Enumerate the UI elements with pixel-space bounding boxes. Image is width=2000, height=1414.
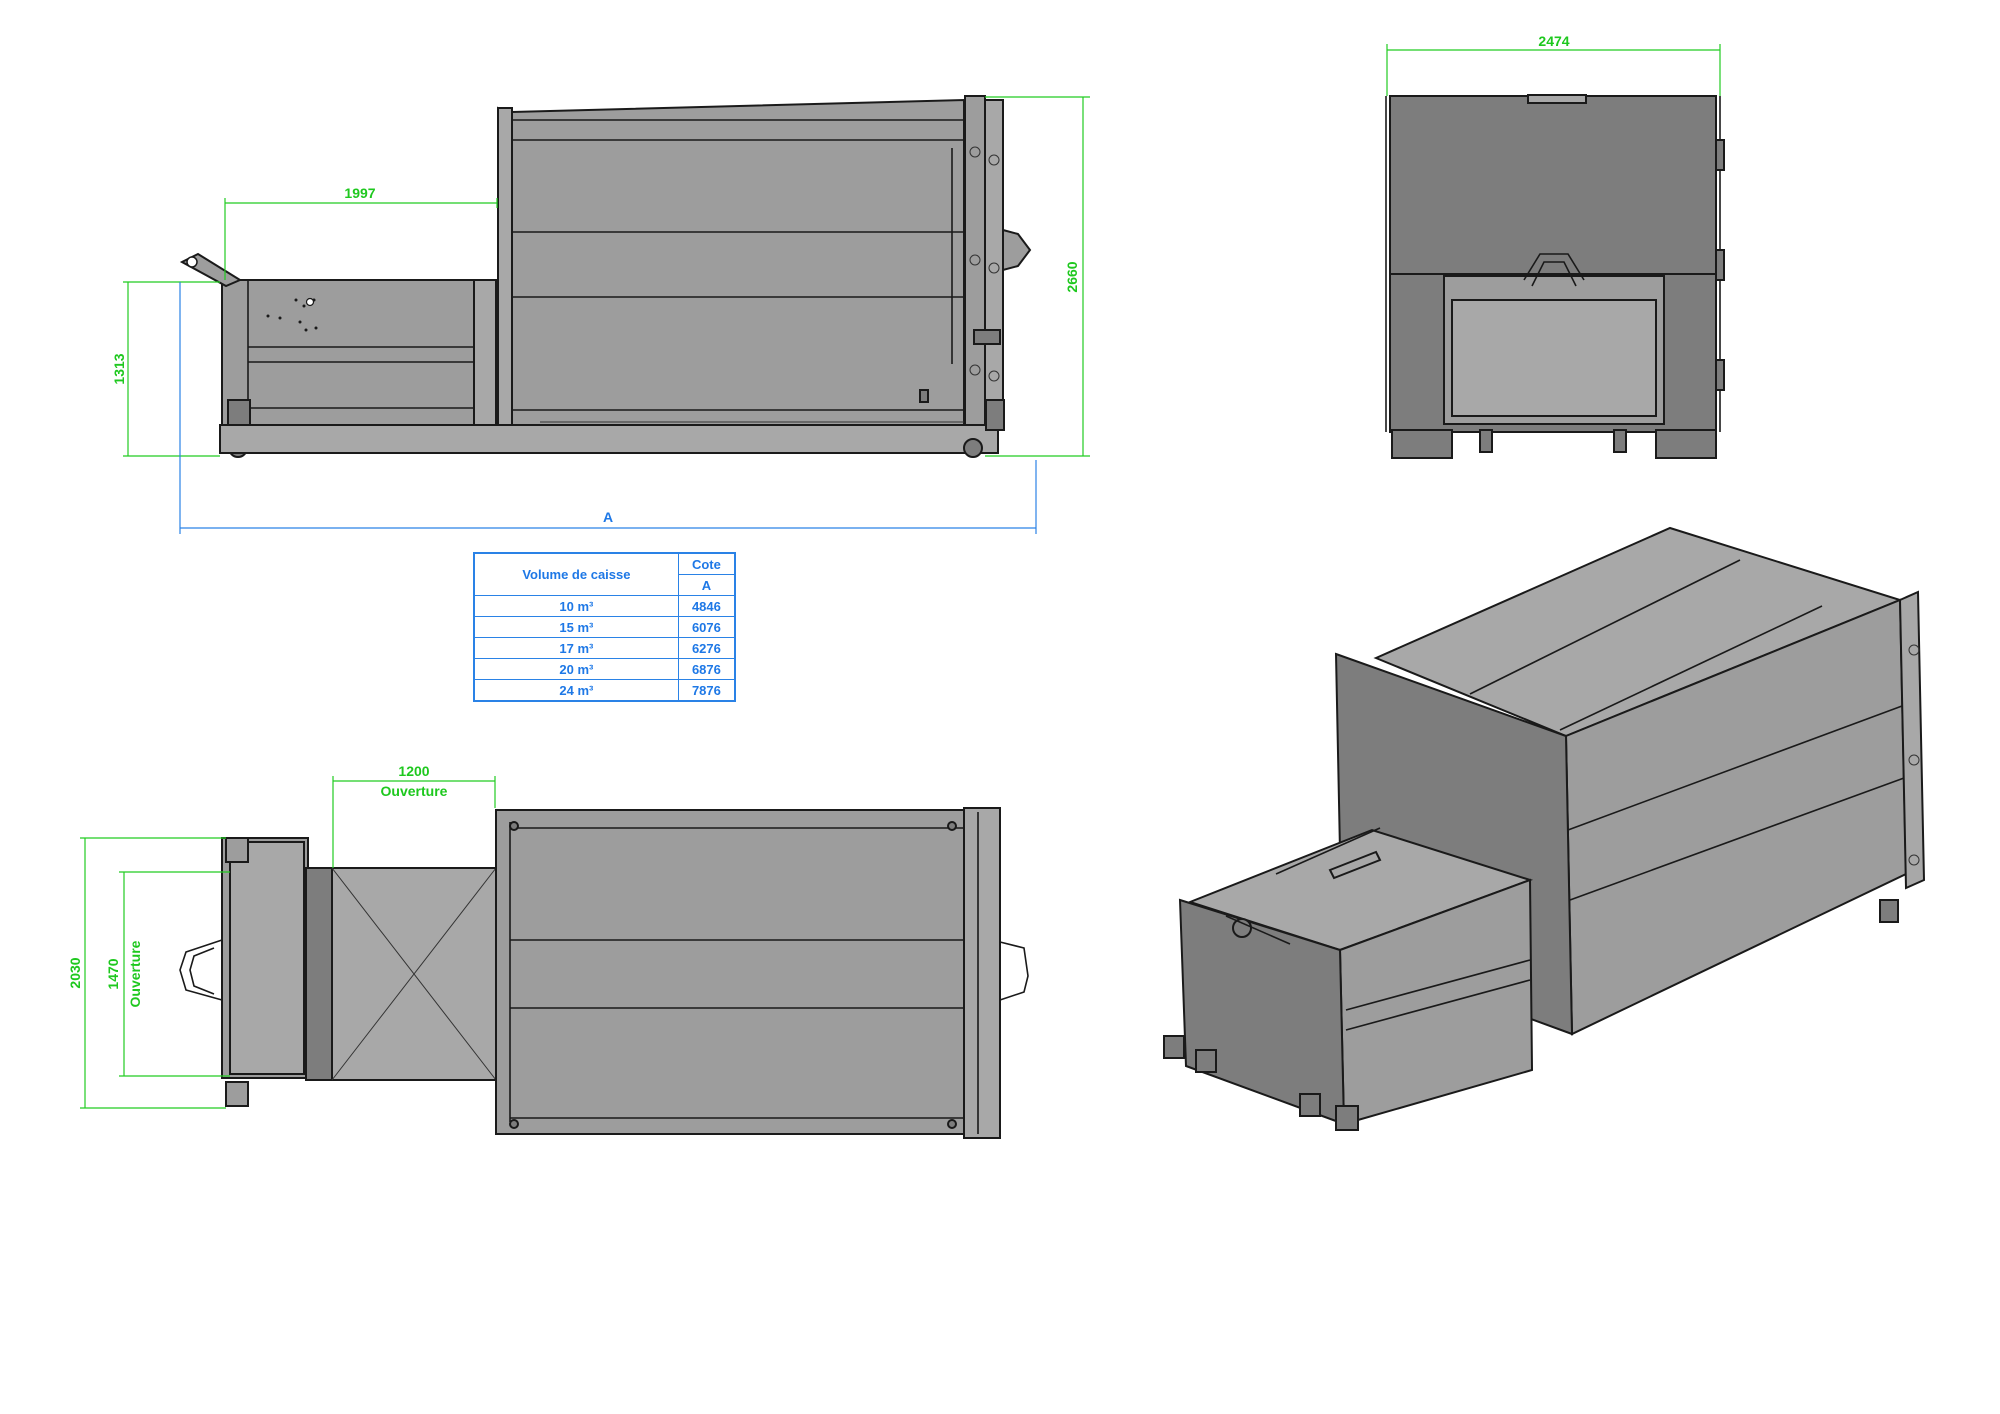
side-view	[179, 95, 1032, 458]
dim-total-height: 2660	[1064, 261, 1080, 292]
dim-opening-label-side: Ouverture	[127, 940, 143, 1007]
table-cell-a: 7876	[677, 679, 736, 702]
table-cell-volume: 24 m³	[473, 679, 679, 702]
table-header-volume: Volume de caisse	[473, 552, 679, 596]
table-cell-volume: 10 m³	[473, 595, 679, 617]
side-view-dimensions: 1997 1313 2660 A	[111, 96, 1090, 534]
table-cell-a: 6276	[677, 637, 736, 659]
dim-total-width: 2030	[67, 957, 83, 988]
dim-opening-label-top: Ouverture	[381, 783, 448, 799]
table-cell-volume: 20 m³	[473, 658, 679, 680]
dim-front-width: 2474	[1538, 33, 1569, 49]
dim-opening-length: 1200	[398, 763, 429, 779]
isometric-view	[1163, 526, 1926, 1131]
front-view	[1385, 94, 1725, 459]
table-cell-a: 6876	[677, 658, 736, 680]
table-row: 17 m³ 6276	[473, 637, 736, 659]
table-header-a: A	[677, 574, 736, 596]
top-view-dimensions: 1200 Ouverture 2030 1470 Ouverture	[67, 763, 496, 1109]
dim-opening-width: 1470	[105, 958, 121, 989]
table-cell-a: 4846	[677, 595, 736, 617]
front-view-dimensions: 2474	[1386, 33, 1721, 96]
top-view	[179, 807, 1029, 1139]
table-header-cote: Cote	[677, 552, 736, 575]
dim-overall-length: A	[603, 509, 613, 525]
table-row: 15 m³ 6076	[473, 616, 736, 638]
dim-hopper-length: 1997	[344, 185, 375, 201]
table-row: 24 m³ 7876	[473, 679, 736, 702]
table-row: 20 m³ 6876	[473, 658, 736, 680]
dim-side-height: 1313	[111, 353, 127, 384]
table-cell-volume: 15 m³	[473, 616, 679, 638]
table-cell-volume: 17 m³	[473, 637, 679, 659]
volume-table: Volume de caisse Cote A 10 m³ 4846 15 m³…	[473, 552, 736, 702]
table-cell-a: 6076	[677, 616, 736, 638]
table-row: 10 m³ 4846	[473, 595, 736, 617]
